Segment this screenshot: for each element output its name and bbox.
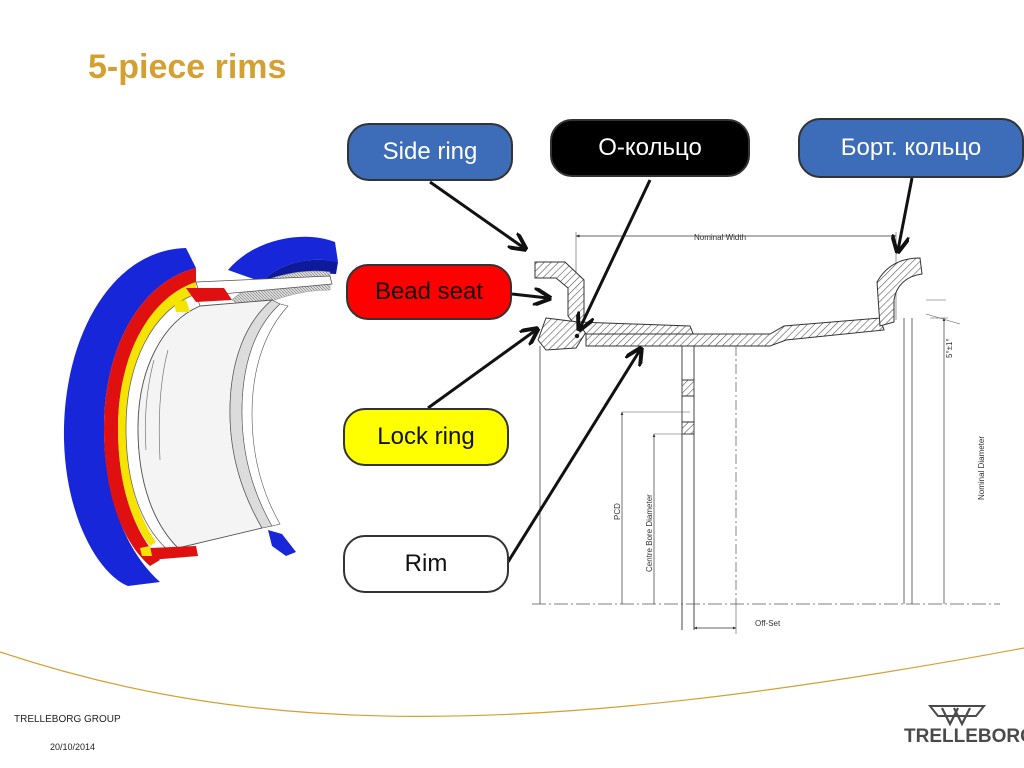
arrow-rim bbox=[506, 350, 640, 563]
rim-cross-section-drawing bbox=[532, 232, 1000, 634]
centre-bore-diameter-label: Centre Bore Diameter bbox=[645, 494, 654, 572]
trelleborg-logo-text: TRELLEBORG bbox=[904, 726, 1024, 747]
o-ring-label: О-кольцо bbox=[550, 119, 750, 177]
trelleborg-logo-mark bbox=[927, 705, 987, 727]
arrow-lock-ring bbox=[427, 330, 536, 410]
side-ring-label: Side ring bbox=[347, 123, 513, 181]
angle-label: 5°±1° bbox=[945, 338, 954, 358]
lock-ring-label: Lock ring bbox=[343, 408, 509, 466]
page-title: 5-piece rims bbox=[88, 48, 287, 86]
arrow-bead-seat bbox=[511, 294, 548, 298]
offset-label: Off-Set bbox=[755, 619, 781, 628]
footer-date: 20/10/2014 bbox=[50, 742, 96, 752]
rim-3d-cutaway bbox=[63, 236, 338, 586]
bead-seat-label: Bead seat bbox=[346, 264, 512, 320]
footer-company: TRELLEBORG GROUP bbox=[14, 714, 121, 725]
arrow-o-ring bbox=[580, 179, 652, 328]
nominal-diameter-label: Nominal Diameter bbox=[977, 436, 986, 500]
flange-ring-label: Борт. кольцо bbox=[798, 118, 1024, 178]
arrow-side-ring bbox=[429, 180, 524, 248]
decorative-swoosh-line bbox=[0, 647, 1024, 717]
nominal-width-label: Nominal Width bbox=[694, 233, 746, 242]
rim-label: Rim bbox=[343, 535, 509, 593]
pcd-label: PCD bbox=[613, 503, 622, 520]
arrow-flange bbox=[898, 177, 914, 250]
